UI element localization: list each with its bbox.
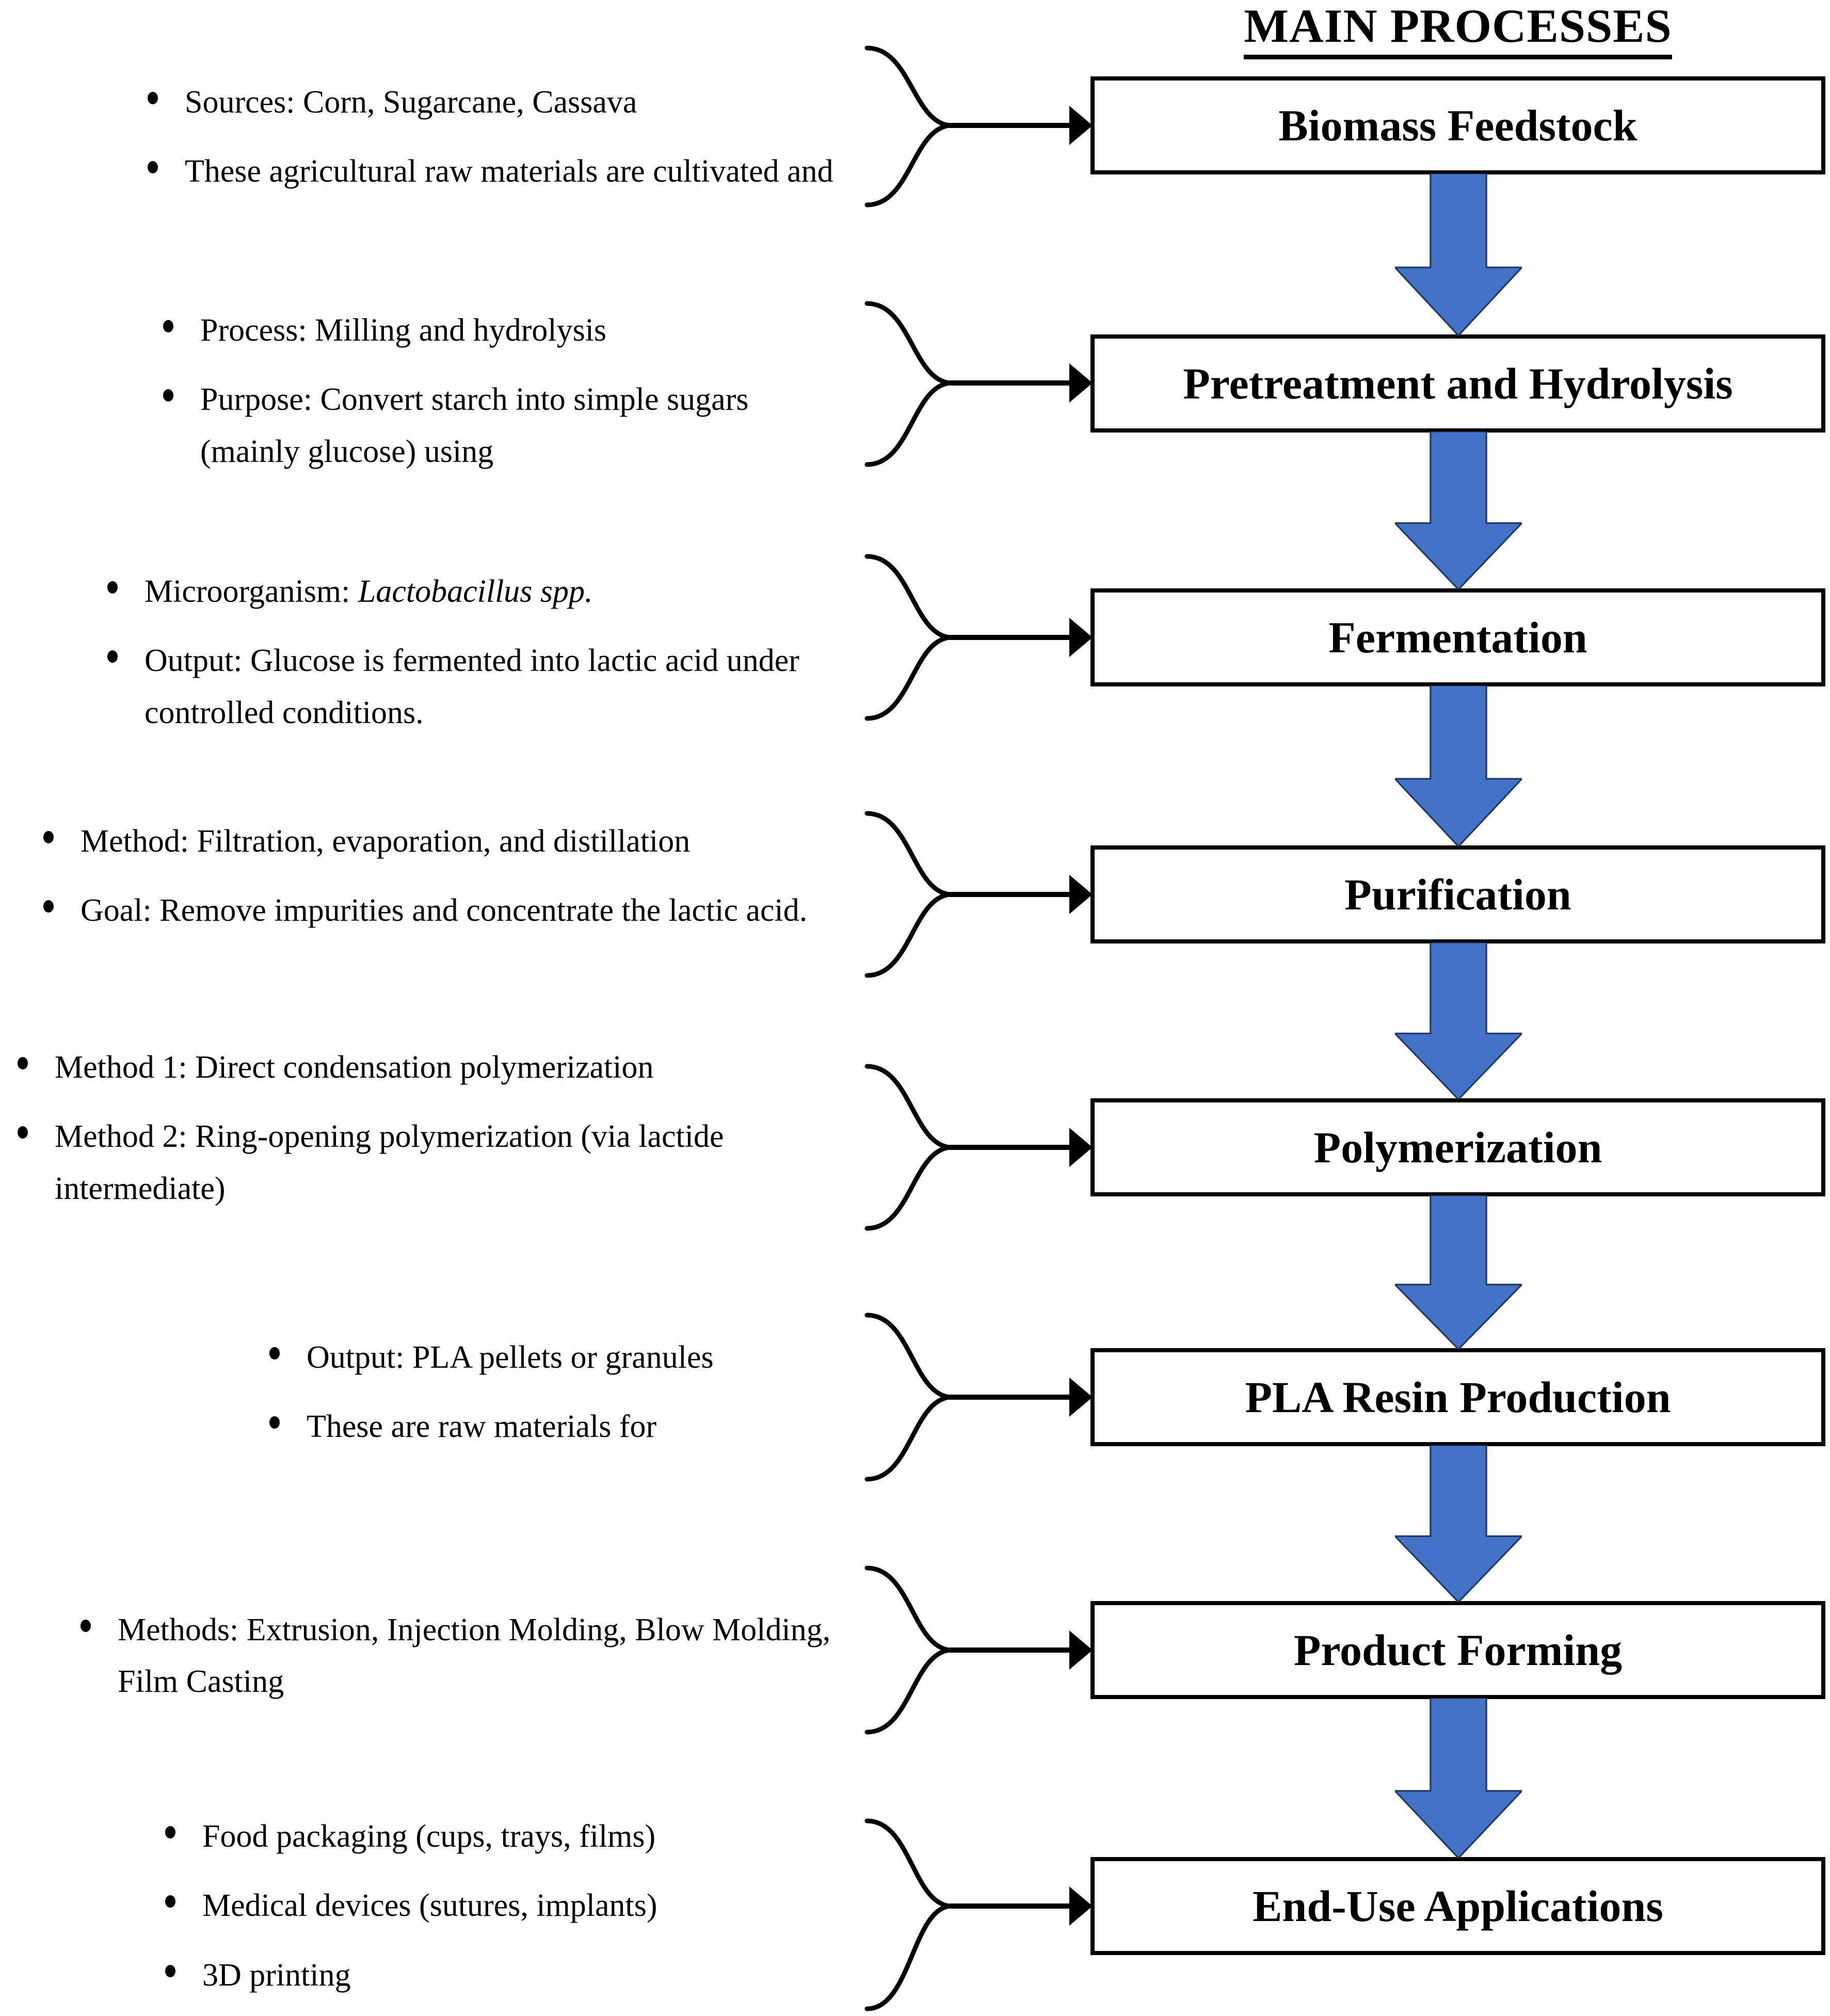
note-group-pla-resin-production: Output: PLA pellets or granules These ar… <box>259 1332 855 1453</box>
process-box-label: Fermentation <box>1328 612 1587 662</box>
list-item: Food packaging (cups, trays, films) <box>155 1811 855 1862</box>
process-box-pretreatment-hydrolysis[interactable]: Pretreatment and Hydrolysis <box>1090 334 1825 433</box>
list-item: Method 2: Ring-opening polymerization (v… <box>7 1111 855 1214</box>
brace-connector-end-use-applications <box>863 1817 1093 2013</box>
list-item: Method: Filtration, evaporation, and dis… <box>33 815 855 867</box>
note-text: Medical devices (sutures, implants) <box>202 1888 657 1924</box>
note-text: Output: PLA pellets or granules <box>307 1340 714 1375</box>
page-title-text: MAIN PROCESSES <box>1244 0 1672 59</box>
process-box-fermentation[interactable]: Fermentation <box>1090 588 1825 686</box>
note-list: Process: Milling and hydrolysis Purpose:… <box>153 305 855 477</box>
note-group-purification: Method: Filtration, evaporation, and dis… <box>33 815 855 937</box>
note-list: Sources: Corn, Sugarcane, Cassava These … <box>137 76 855 198</box>
process-box-product-forming[interactable]: Product Forming <box>1090 1601 1825 1699</box>
note-text: Process: Milling and hydrolysis <box>200 313 607 348</box>
process-box-label: Biomass Feedstock <box>1278 100 1638 150</box>
note-text: Goal: Remove impurities and concentrate … <box>81 893 808 929</box>
list-item: Process: Milling and hydrolysis <box>153 305 855 356</box>
process-box-label: Polymerization <box>1313 1122 1602 1172</box>
note-group-end-use-applications: Food packaging (cups, trays, films) Medi… <box>155 1811 855 2001</box>
brace-connector-purification <box>863 809 1093 980</box>
list-item: Medical devices (sutures, implants) <box>155 1880 855 1931</box>
down-arrow-icon <box>1395 1195 1522 1349</box>
list-item: Goal: Remove impurities and concentrate … <box>33 885 855 936</box>
brace-connector-fermentation <box>863 552 1093 723</box>
process-box-pla-resin-production[interactable]: PLA Resin Production <box>1090 1348 1825 1446</box>
note-list: Method: Filtration, evaporation, and dis… <box>33 815 855 937</box>
note-group-polymerization: Method 1: Direct condensation polymeriza… <box>7 1042 855 1214</box>
note-list: Food packaging (cups, trays, films) Medi… <box>155 1811 855 2001</box>
note-text: These are raw materials for <box>307 1409 657 1445</box>
process-box-label: Product Forming <box>1293 1625 1623 1675</box>
down-arrow-icon <box>1395 685 1522 846</box>
note-text: Output: Glucose is fermented into lactic… <box>145 643 799 730</box>
note-group-fermentation: Microorganism: Lactobacillus spp. Output… <box>97 566 855 739</box>
note-text: Method: Filtration, evaporation, and dis… <box>81 824 691 859</box>
note-text: Purpose: Convert starch into simple suga… <box>200 382 749 469</box>
brace-connector-pretreatment-hydrolysis <box>863 299 1093 469</box>
down-arrow-icon <box>1395 942 1522 1099</box>
list-item: 3D printing <box>155 1949 855 2001</box>
species-name: Lactobacillus spp. <box>358 574 593 609</box>
process-box-end-use-applications[interactable]: End-Use Applications <box>1090 1857 1825 1955</box>
note-text: Method 1: Direct condensation polymeriza… <box>55 1050 654 1085</box>
list-item: Method 1: Direct condensation polymeriza… <box>7 1042 855 1093</box>
brace-connector-pla-resin-production <box>863 1311 1093 1483</box>
process-box-label: PLA Resin Production <box>1245 1372 1671 1422</box>
down-arrow-icon <box>1395 173 1522 335</box>
note-text: Methods: Extrusion, Injection Molding, B… <box>118 1612 831 1700</box>
process-box-polymerization[interactable]: Polymerization <box>1090 1098 1825 1196</box>
note-text: Method 2: Ring-opening polymerization (v… <box>55 1119 724 1206</box>
list-item: Output: PLA pellets or granules <box>259 1332 855 1383</box>
note-text: These agricultural raw materials are cul… <box>185 154 833 189</box>
page-title: MAIN PROCESSES <box>1089 0 1827 59</box>
brace-connector-product-forming <box>863 1564 1093 1736</box>
note-group-product-forming: Methods: Extrusion, Injection Molding, B… <box>70 1604 855 1708</box>
list-item: Sources: Corn, Sugarcane, Cassava <box>137 76 855 128</box>
note-text: Sources: Corn, Sugarcane, Cassava <box>185 85 637 120</box>
process-box-purification[interactable]: Purification <box>1090 845 1825 943</box>
note-list: Methods: Extrusion, Injection Molding, B… <box>70 1604 855 1708</box>
brace-connector-polymerization <box>863 1062 1093 1233</box>
process-box-biomass-feedstock[interactable]: Biomass Feedstock <box>1090 76 1825 174</box>
note-list: Method 1: Direct condensation polymeriza… <box>7 1042 855 1214</box>
note-group-biomass-feedstock: Sources: Corn, Sugarcane, Cassava These … <box>137 76 855 231</box>
list-item: Output: Glucose is fermented into lactic… <box>97 635 855 739</box>
down-arrow-icon <box>1395 431 1522 589</box>
list-item: Microorganism: Lactobacillus spp. <box>97 566 855 617</box>
note-text: 3D printing <box>202 1957 351 1993</box>
process-box-label: Purification <box>1344 869 1571 919</box>
process-box-label: End-Use Applications <box>1253 1881 1663 1931</box>
list-item: These agricultural raw materials are cul… <box>137 146 855 197</box>
note-group-pretreatment-hydrolysis: Process: Milling and hydrolysis Purpose:… <box>153 305 855 477</box>
process-box-label: Pretreatment and Hydrolysis <box>1183 358 1733 408</box>
note-text: Food packaging (cups, trays, films) <box>202 1819 656 1854</box>
down-arrow-icon <box>1395 1698 1522 1858</box>
note-list: Output: PLA pellets or granules These ar… <box>259 1332 855 1453</box>
list-item: These are raw materials for <box>259 1401 855 1452</box>
note-list: Microorganism: Lactobacillus spp. Output… <box>97 566 855 739</box>
brace-connector-biomass-feedstock <box>863 44 1093 209</box>
note-text: Microorganism: Lactobacillus spp. <box>145 574 593 609</box>
list-item: Purpose: Convert starch into simple suga… <box>153 374 855 477</box>
list-item: Methods: Extrusion, Injection Molding, B… <box>70 1604 855 1708</box>
down-arrow-icon <box>1395 1445 1522 1602</box>
